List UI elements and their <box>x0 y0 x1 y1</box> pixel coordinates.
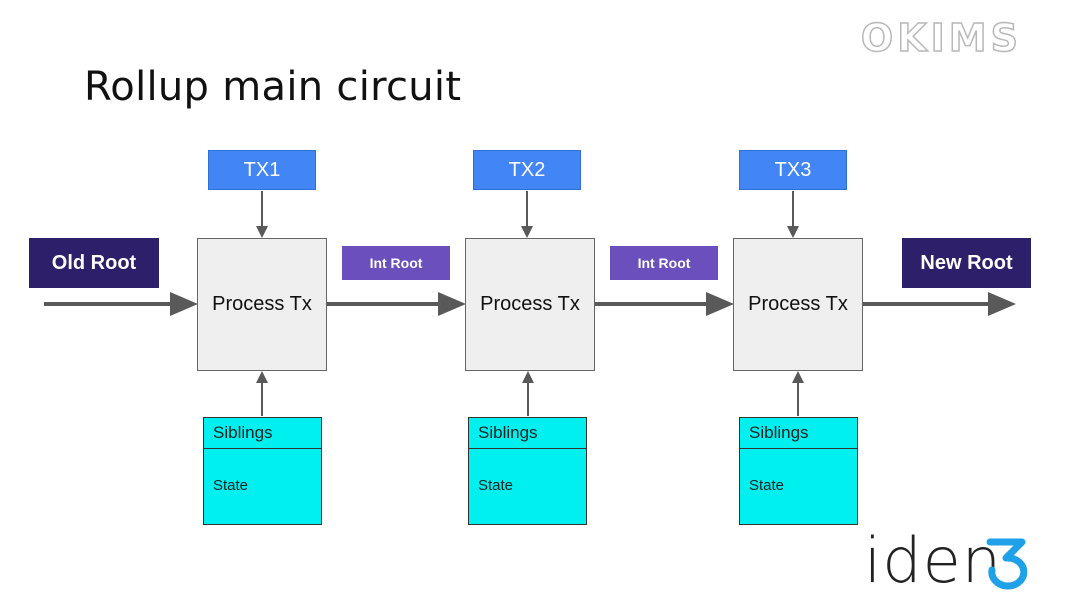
iden3-three-mark-icon <box>986 538 1028 590</box>
tx2-box: TX2 <box>473 150 581 190</box>
new-root-label: New Root <box>902 238 1031 288</box>
iden3-logo-text: iden <box>864 524 1003 597</box>
siblings-label-1: Siblings <box>204 418 321 449</box>
siblings-label-2: Siblings <box>469 418 586 449</box>
siblings-label-3: Siblings <box>740 418 857 449</box>
state-box-2: Siblings State <box>468 417 587 525</box>
flow-arrow-head-2 <box>438 292 466 316</box>
slide-title: Rollup main circuit <box>84 64 462 110</box>
flow-arrow-head-1 <box>170 292 198 316</box>
process-tx-box-2: Process Tx <box>465 238 595 371</box>
tx1-box: TX1 <box>208 150 316 190</box>
tx3-box: TX3 <box>739 150 847 190</box>
int-root-label-2: Int Root <box>610 246 718 280</box>
old-root-label: Old Root <box>29 238 159 288</box>
process-tx-box-1: Process Tx <box>197 238 327 371</box>
state-label-1: State <box>213 477 249 494</box>
flow-arrow-head-4 <box>988 292 1016 316</box>
int-root-label-1: Int Root <box>342 246 450 280</box>
state-label-2: State <box>478 477 514 494</box>
state-label-3: State <box>749 477 785 494</box>
okims-watermark-logo: OKIMS <box>860 15 1022 61</box>
flow-arrow-head-3 <box>706 292 734 316</box>
state-box-1: Siblings State <box>203 417 322 525</box>
process-tx-box-3: Process Tx <box>733 238 863 371</box>
state-box-3: Siblings State <box>739 417 858 525</box>
